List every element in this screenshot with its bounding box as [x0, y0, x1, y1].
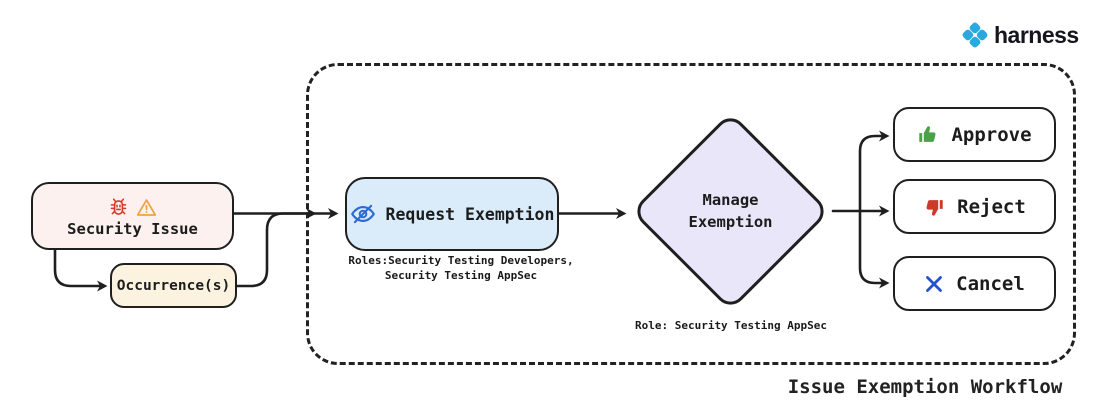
manage-exemption-label-line1: Manage: [702, 191, 759, 209]
reject-label: Reject: [957, 195, 1026, 218]
occurrences-label: Occurrence(s): [116, 277, 231, 294]
cancel-label: Cancel: [956, 272, 1025, 295]
warning-icon: [136, 198, 157, 216]
node-request-exemption: Request Exemption: [345, 177, 559, 251]
node-reject: Reject: [893, 179, 1056, 234]
manage-exemption-label: Manage Exemption: [650, 189, 811, 233]
node-approve: Approve: [893, 107, 1056, 162]
harness-logo-icon: [962, 22, 988, 48]
thumbs-down-icon: [926, 199, 943, 216]
manage-exemption-role-note: Role: Security Testing AppSec: [634, 319, 828, 332]
bug-icon: [110, 197, 127, 215]
arrow-occurrences-to-request: [235, 208, 317, 288]
request-exemption-roles-note: Roles:Security Testing Developers, Secur…: [336, 253, 586, 283]
manage-exemption-label-line2: Exemption: [688, 213, 773, 231]
thumbs-up-icon: [919, 125, 936, 142]
node-cancel: Cancel: [893, 256, 1056, 311]
node-occurrences: Occurrence(s): [110, 263, 237, 308]
security-issue-label: Security Issue: [67, 219, 198, 238]
harness-brand: harness: [960, 20, 1079, 50]
arrow-security-to-occurrences: [53, 248, 108, 292]
roles-note-line1: Roles:Security Testing Developers,: [348, 254, 574, 267]
eye-slash-icon: [350, 204, 375, 224]
security-issue-icons: [108, 197, 157, 218]
harness-wordmark: harness: [994, 21, 1079, 48]
x-icon: [926, 275, 943, 292]
diagram-caption: Issue Exemption Workflow: [787, 376, 1063, 398]
request-exemption-label: Request Exemption: [385, 204, 555, 224]
approve-label: Approve: [951, 123, 1032, 146]
roles-note-line2: Security Testing AppSec: [384, 269, 538, 282]
node-security-issue: Security Issue: [31, 182, 234, 250]
